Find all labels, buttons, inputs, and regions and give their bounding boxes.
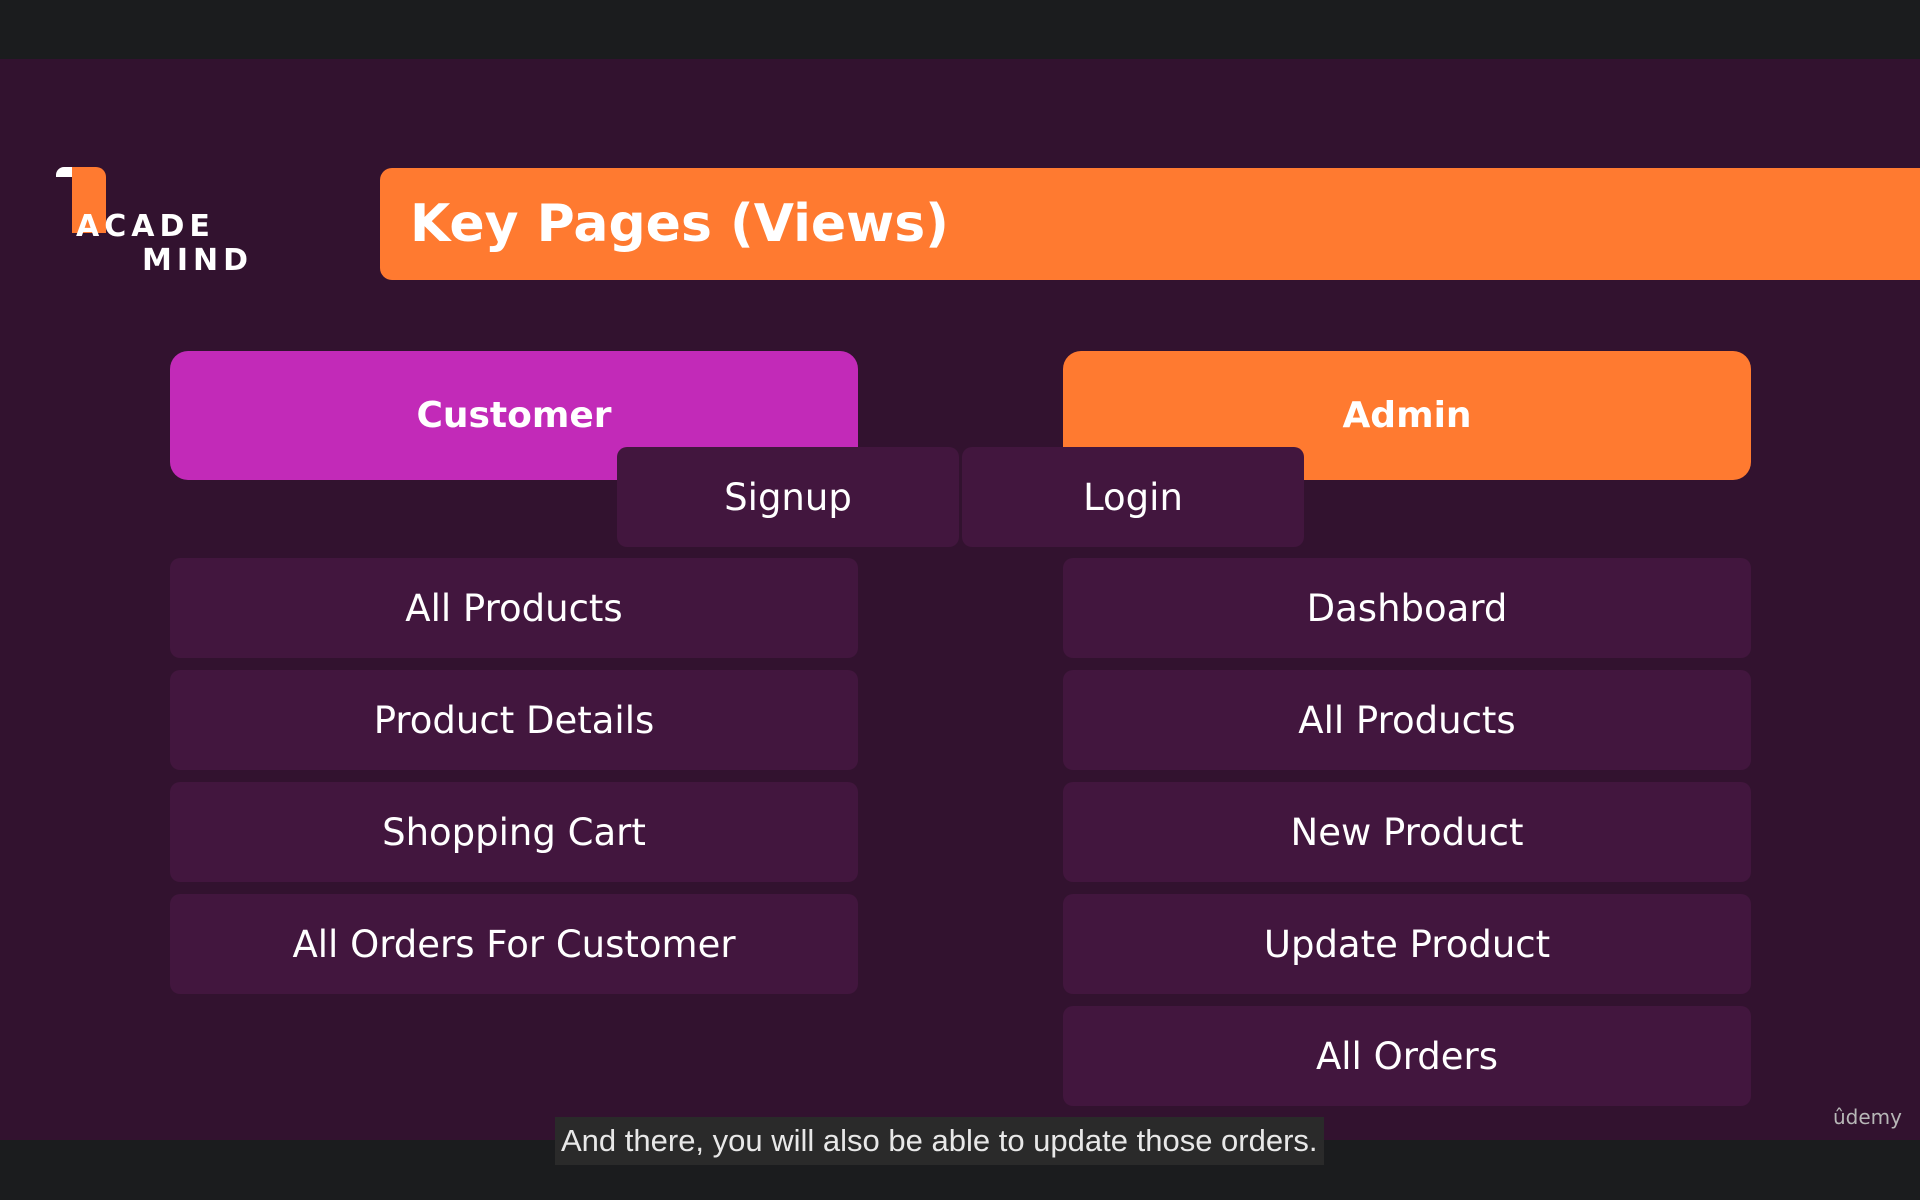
page-title: Key Pages (Views) — [410, 194, 949, 254]
admin-page-tile: Update Product — [1063, 894, 1751, 994]
customer-page-tile: All Orders For Customer — [170, 894, 858, 994]
admin-page-tile: All Orders — [1063, 1006, 1751, 1106]
logo-flag-tip — [56, 167, 72, 177]
admin-page-tile: Dashboard — [1063, 558, 1751, 658]
customer-page-tile: All Products — [170, 558, 858, 658]
udemy-watermark: ûdemy — [1833, 1105, 1902, 1129]
signup-page-tile: Signup — [617, 447, 959, 547]
academind-flag-icon — [72, 167, 106, 233]
title-bar: Key Pages (Views) — [380, 168, 1920, 280]
admin-page-tile: All Products — [1063, 670, 1751, 770]
academind-logo: ACADE MIND — [54, 167, 254, 278]
admin-page-tile: New Product — [1063, 782, 1751, 882]
login-page-tile: Login — [962, 447, 1304, 547]
logo-text-line2: MIND — [142, 243, 254, 278]
logo-text-line1: ACADE — [76, 209, 215, 244]
customer-page-tile: Product Details — [170, 670, 858, 770]
subtitle-caption: And there, you will also be able to upda… — [555, 1117, 1324, 1165]
slide: ACADE MIND Key Pages (Views) Customer Ad… — [0, 59, 1920, 1140]
customer-page-tile: Shopping Cart — [170, 782, 858, 882]
